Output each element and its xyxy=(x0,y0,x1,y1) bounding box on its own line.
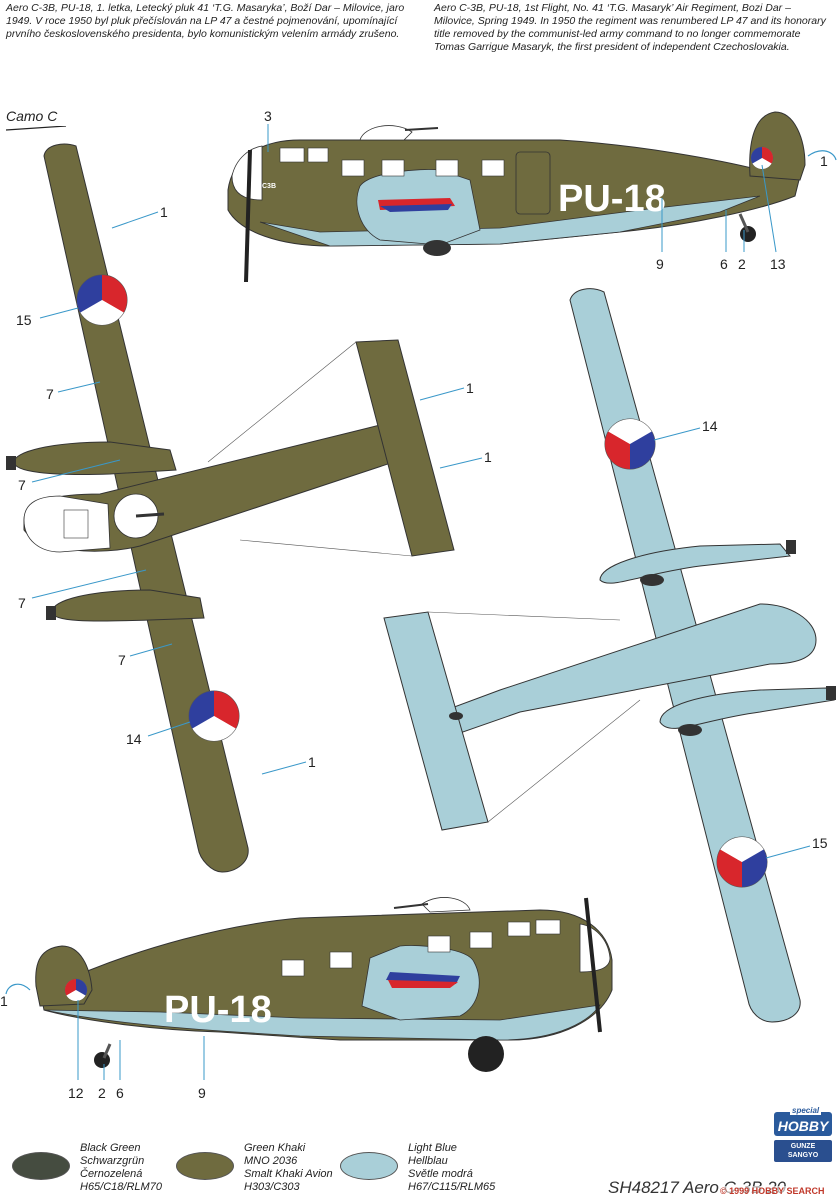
callout-15-lower: 15 xyxy=(812,835,828,851)
special-logo-tag: special xyxy=(790,1106,822,1115)
gunze-sangyo-logo: GUNZE SANGYO xyxy=(774,1140,832,1162)
callout-upper-1c: 1 xyxy=(466,380,474,396)
callout-2: 2 xyxy=(738,256,746,272)
callout-9: 9 xyxy=(656,256,664,272)
callout-upper-1a: 1 xyxy=(160,204,168,220)
registration-bottom: PU-18 xyxy=(164,989,272,1031)
side-view-top: PU-18 C3B 3 1 9 6 2 13 xyxy=(227,108,837,283)
nose-code-top: C3B xyxy=(262,183,276,190)
scheme-label-underline xyxy=(6,126,67,131)
callout-7a: 7 xyxy=(46,386,54,402)
swatch-green-khaki xyxy=(176,1152,234,1180)
callout-14-upper: 14 xyxy=(126,731,142,747)
callout-15-upper: 15 xyxy=(16,312,32,328)
watermark: © 1999 HOBBY SEARCH xyxy=(720,1186,825,1196)
callout-13: 13 xyxy=(770,256,786,272)
callout-7d: 7 xyxy=(118,652,126,668)
callout-14-lower: 14 xyxy=(702,418,718,434)
swatch-light-blue xyxy=(340,1152,398,1180)
legend-light-blue: Light Blue Hellblau Světle modrá H67/C11… xyxy=(408,1142,496,1193)
legend-green-khaki: Green Khaki MNO 2036 Smalt Khaki Avion H… xyxy=(244,1142,333,1193)
callout-3: 3 xyxy=(264,108,272,124)
callout-7b: 7 xyxy=(18,477,26,493)
lower-surface-view: 14 15 xyxy=(383,288,836,1023)
callout-6-bottom: 6 xyxy=(116,1085,124,1101)
side-view-bottom: PU-18 1 12 2 6 9 xyxy=(0,897,613,1101)
upper-surface-view: 1 15 7 7 7 7 14 1 1 1 xyxy=(6,143,492,873)
scheme-label: Camo C xyxy=(6,108,58,124)
callout-upper-1d: 1 xyxy=(484,449,492,465)
special-hobby-logo: HOBBY xyxy=(774,1112,832,1136)
callout-side-1: 1 xyxy=(820,153,828,169)
swatch-black-green xyxy=(12,1152,70,1180)
callout-9-bottom: 9 xyxy=(198,1085,206,1101)
registration-top: PU-18 xyxy=(558,178,666,220)
caption-czech: Aero C-3B, PU-18, 1. letka, Letecký pluk… xyxy=(6,2,405,40)
callout-7c: 7 xyxy=(18,595,26,611)
caption-english: Aero C-3B, PU-18, 1st Flight, No. 41 ‘T.… xyxy=(434,2,826,53)
callout-2-bottom: 2 xyxy=(98,1085,106,1101)
legend-black-green: Black Green Schwarzgrün Černozelená H65/… xyxy=(80,1142,162,1193)
callout-6: 6 xyxy=(720,256,728,272)
callout-side-bottom-1: 1 xyxy=(0,993,8,1009)
callout-12: 12 xyxy=(68,1085,84,1101)
callout-upper-1b: 1 xyxy=(308,754,316,770)
